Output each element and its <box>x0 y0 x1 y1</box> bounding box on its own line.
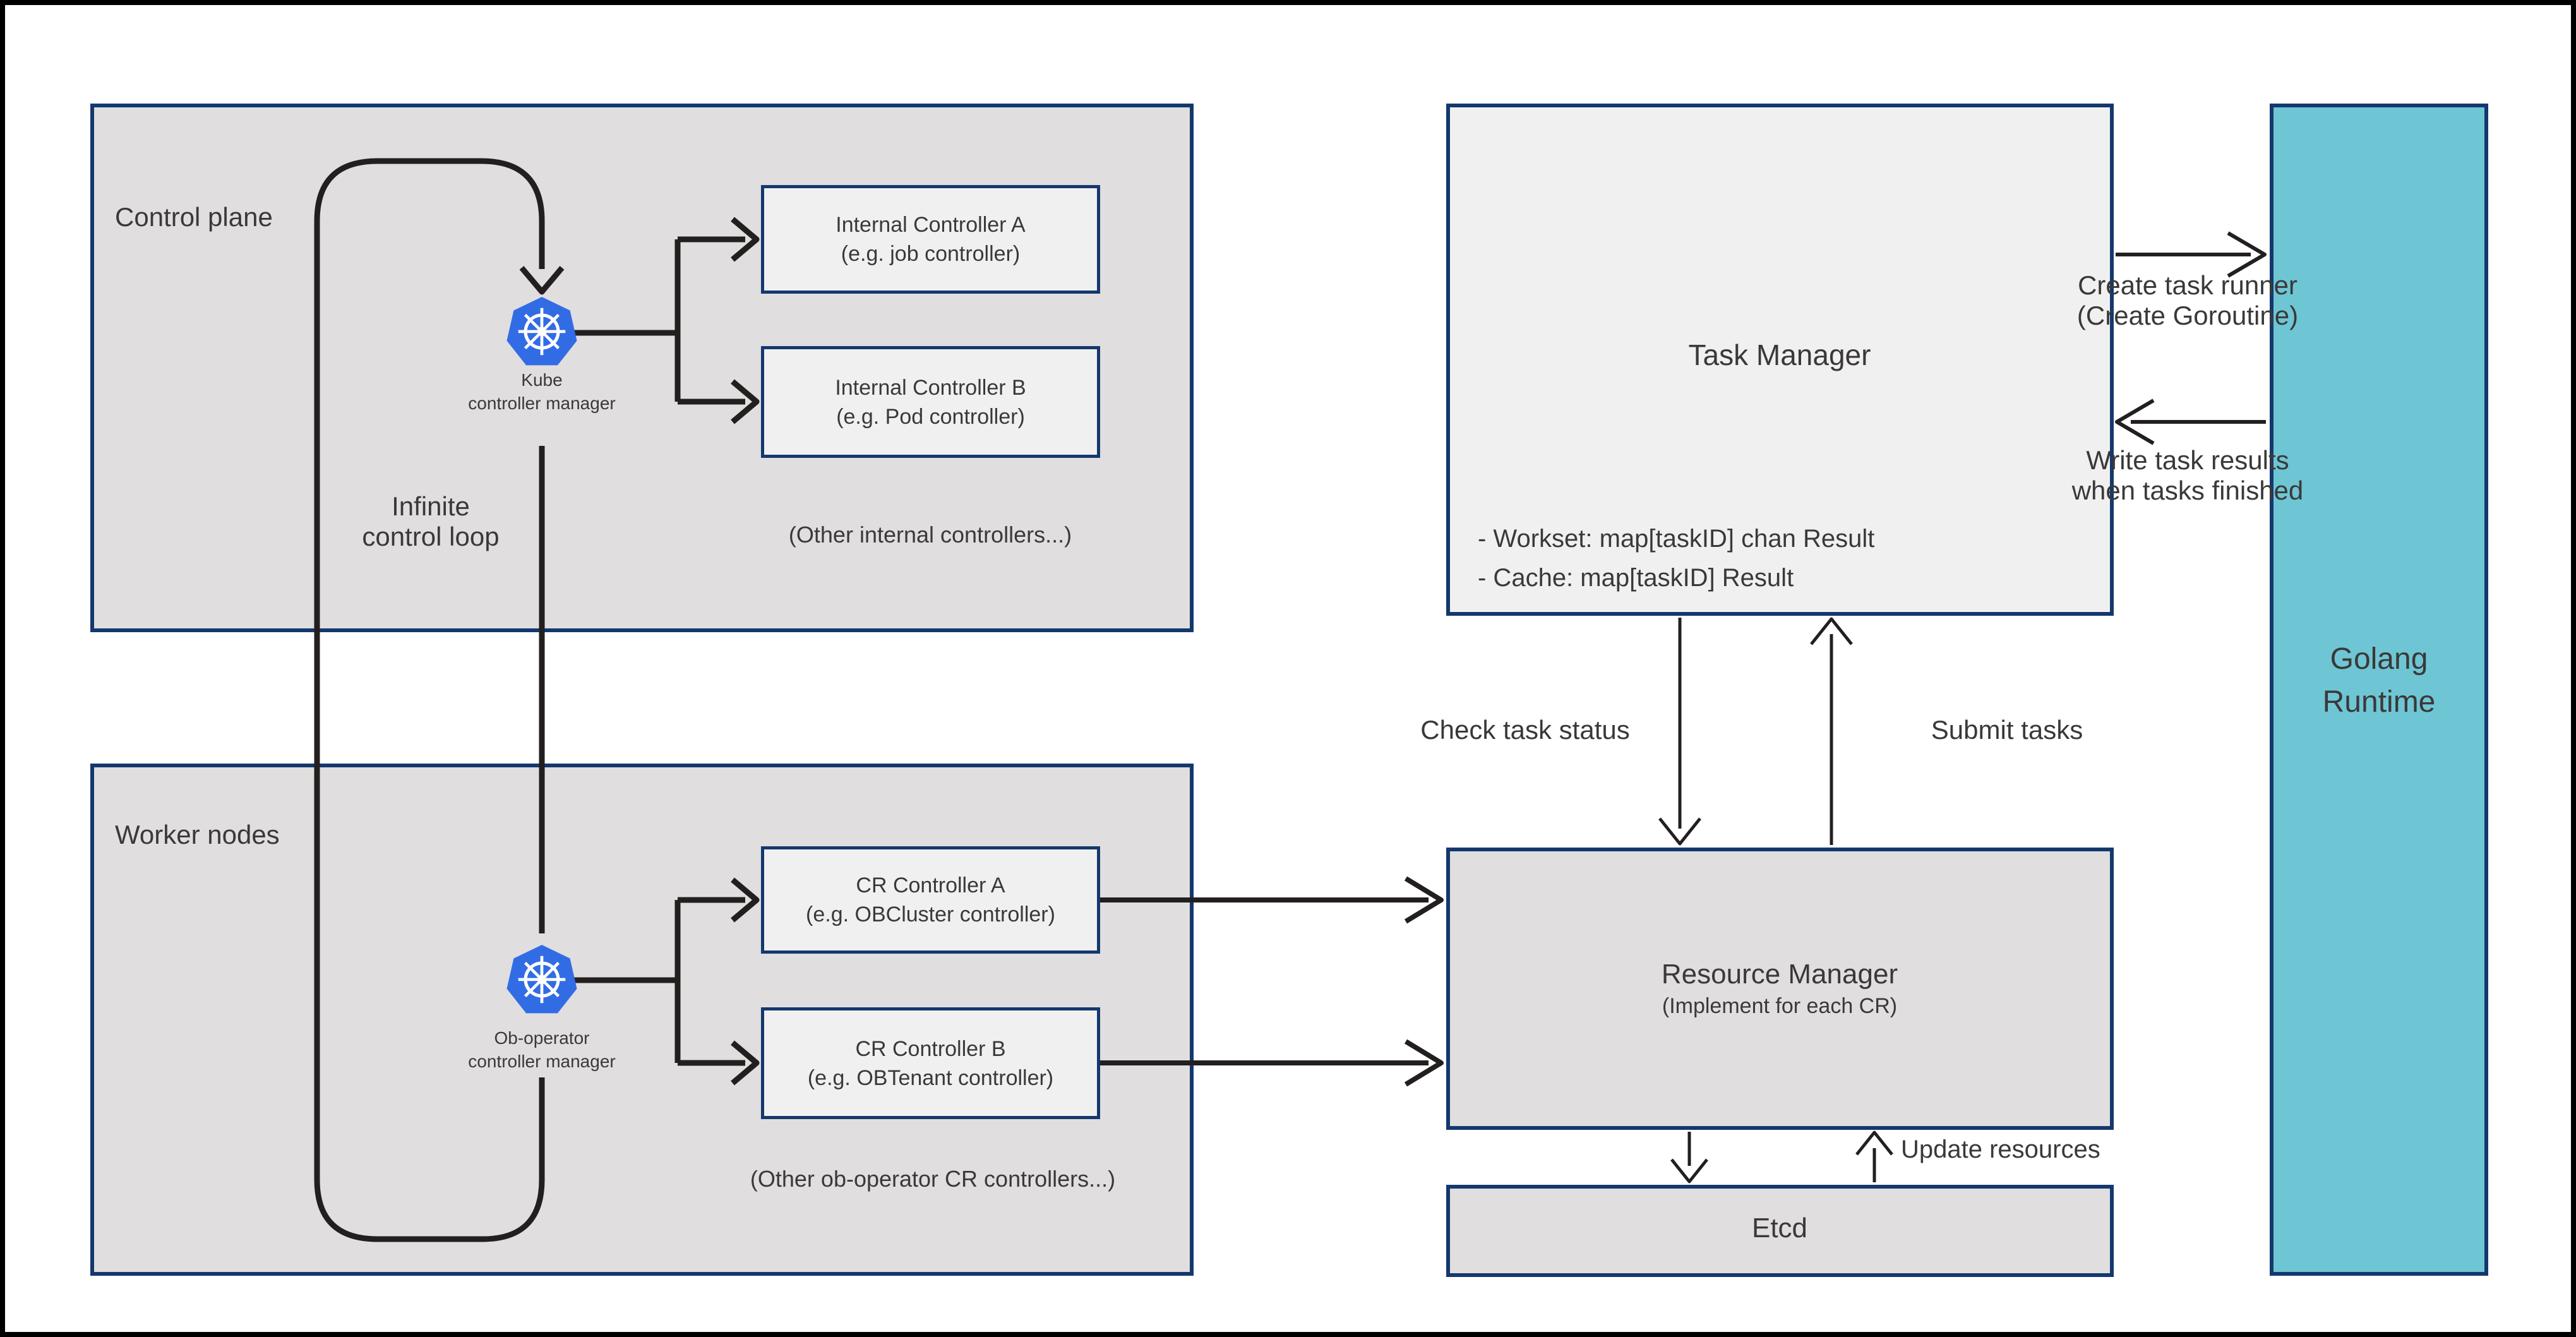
task-manager-box <box>1446 104 2114 616</box>
cr-controller-b-title: CR Controller B <box>855 1036 1006 1061</box>
task-manager-bullet: - Workset: map[taskID] chan Result <box>1478 525 1875 553</box>
worker-nodes-label: Worker nodes <box>115 820 280 849</box>
other-cr-controllers-note: (Other ob-operator CR controllers...) <box>750 1166 1116 1192</box>
ob-operator-controller-manager-label: Ob-operator controller manager <box>468 1028 616 1071</box>
check-task-status-label: Check task status <box>1420 715 1630 745</box>
create-task-runner-label: Create task runner (Create Goroutine) <box>2076 270 2299 330</box>
internal-controller-b-subtitle: (e.g. Pod controller) <box>836 404 1025 429</box>
cr-controller-a-subtitle: (e.g. OBCluster controller) <box>806 902 1055 926</box>
other-internal-controllers-note: (Other internal controllers...) <box>788 522 1072 548</box>
task-manager-bullets: - Workset: map[taskID] chan Result - Cac… <box>1478 519 1874 597</box>
cr-controller-a-box: CR Controller A (e.g. OBCluster controll… <box>761 846 1100 954</box>
cr-controller-b-subtitle: (e.g. OBTenant controller) <box>807 1065 1054 1090</box>
task-manager-title: Task Manager <box>1688 339 1871 371</box>
control-plane-label: Control plane <box>115 202 273 232</box>
submit-tasks-label: Submit tasks <box>1931 715 2083 745</box>
etcd-box <box>1446 1185 2114 1277</box>
kubernetes-icon <box>506 296 578 369</box>
update-resources-label: Update resources <box>1901 1136 2100 1163</box>
write-task-results-label: Write task results when tasks finished <box>2071 445 2304 505</box>
cr-controller-b-box: CR Controller B (e.g. OBTenant controlle… <box>761 1007 1100 1119</box>
resource-manager-subtitle: (Implement for each CR) <box>1662 994 1898 1018</box>
internal-controller-a-title: Internal Controller A <box>836 213 1026 237</box>
task-manager-bullet: - Cache: map[taskID] Result <box>1478 564 1794 592</box>
internal-controller-b-box: Internal Controller B (e.g. Pod controll… <box>761 346 1100 458</box>
cr-controller-a-title: CR Controller A <box>856 873 1005 897</box>
etcd-title: Etcd <box>1751 1213 1808 1244</box>
internal-controller-b-title: Internal Controller B <box>835 375 1026 400</box>
golang-runtime-box <box>2270 104 2488 1276</box>
resource-manager-box <box>1446 848 2114 1130</box>
kube-controller-manager-label: Kube controller manager <box>468 370 616 413</box>
golang-runtime-title: Golang Runtime <box>2322 642 2436 719</box>
kubernetes-icon <box>506 944 578 1017</box>
infinite-loop-label: Infinite control loop <box>362 491 500 551</box>
internal-controller-a-subtitle: (e.g. job controller) <box>841 242 1021 266</box>
internal-controller-a-box: Internal Controller A (e.g. job controll… <box>761 185 1100 294</box>
resource-manager-title: Resource Manager (Implement for each CR) <box>1661 959 1898 1018</box>
